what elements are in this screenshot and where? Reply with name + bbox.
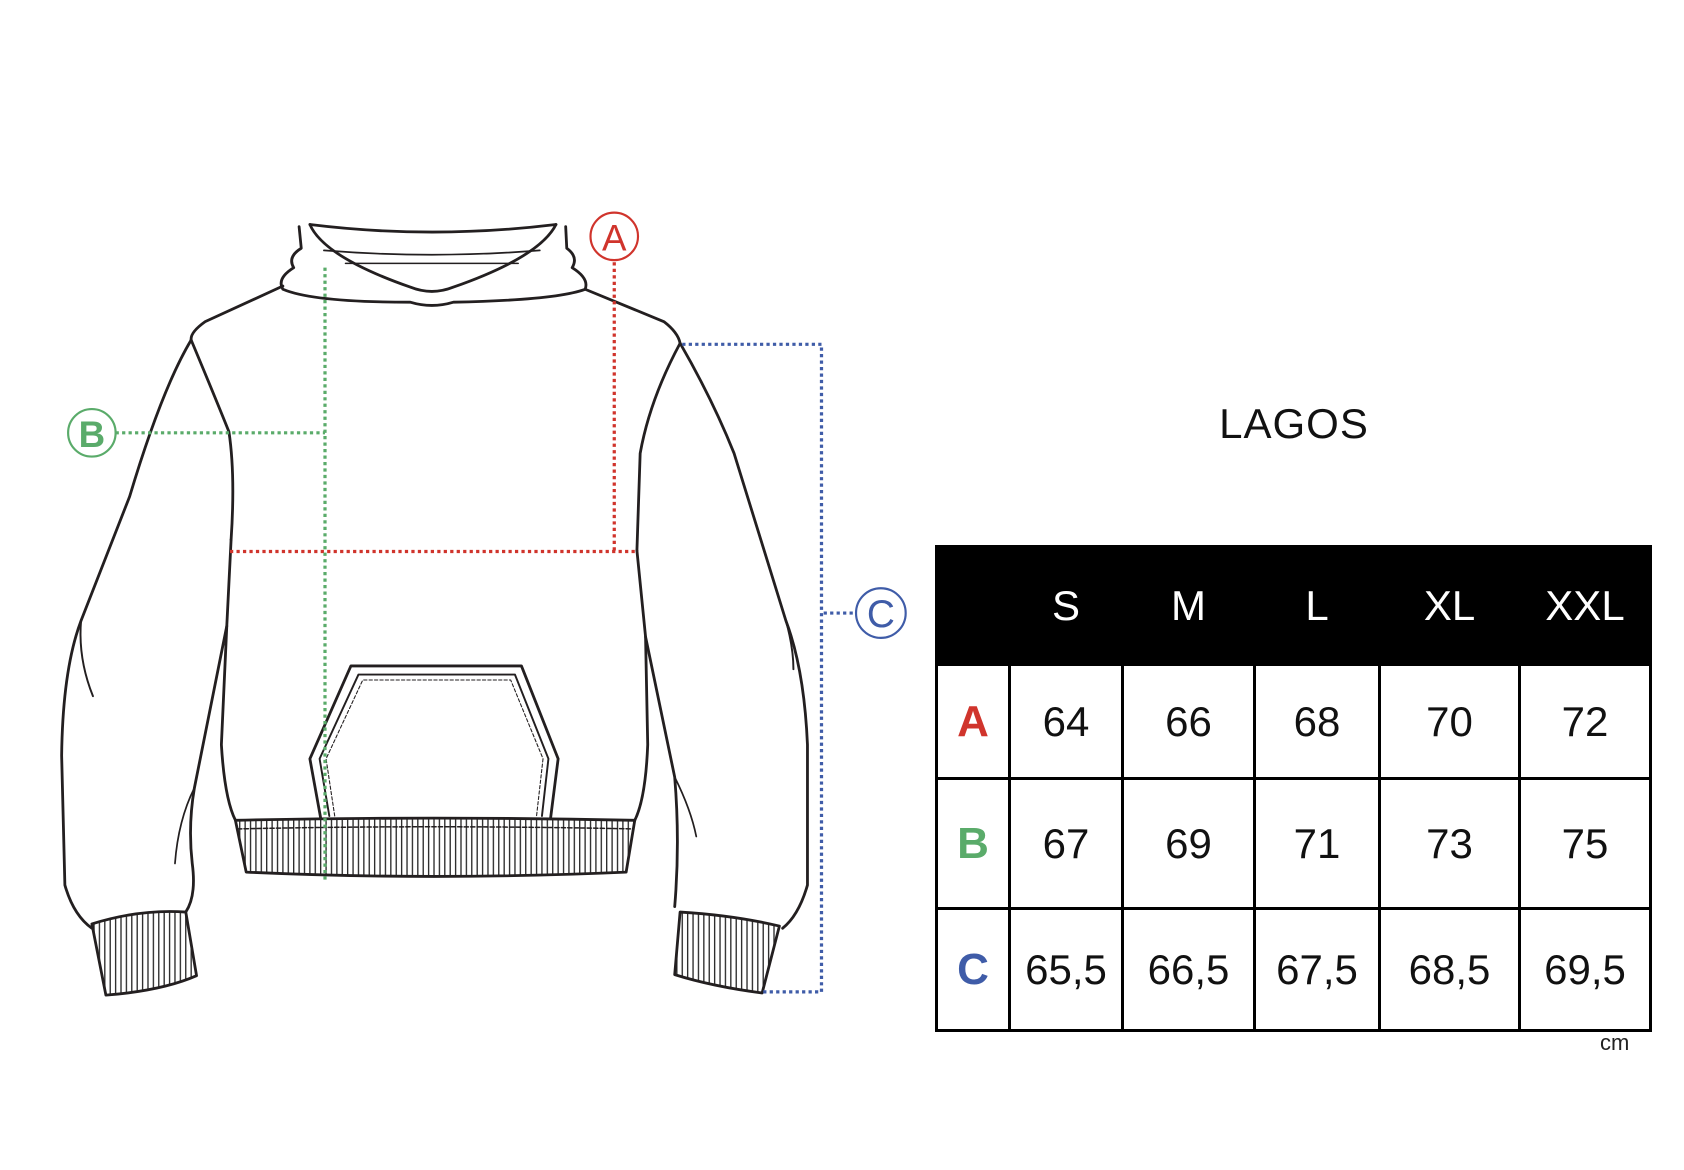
marker-a-circle — [589, 211, 640, 262]
table-cell: 65,5 — [1008, 907, 1124, 1032]
hood-inner — [308, 223, 558, 293]
table-cell: 73 — [1378, 777, 1521, 910]
table-row-a: A 64 66 68 70 72 — [935, 663, 1652, 780]
body-left — [219, 538, 237, 822]
table-cell: 67 — [1008, 777, 1124, 910]
table-cell: 69 — [1121, 777, 1256, 910]
right-sleeve — [678, 341, 809, 930]
marker-b: B — [79, 414, 106, 455]
table-cell: 68 — [1253, 663, 1381, 780]
marker-c-circle — [854, 587, 907, 639]
table-row-c: C 65,5 66,5 67,5 68,5 69,5 — [935, 907, 1652, 1032]
table-cell: 67,5 — [1253, 907, 1381, 1032]
hood-outer — [279, 225, 588, 307]
body-right — [633, 549, 650, 822]
measure-b — [115, 267, 327, 880]
waistband — [234, 816, 637, 878]
size-header: L — [1253, 545, 1381, 666]
left-sleeve — [60, 338, 193, 930]
row-label-b: B — [935, 777, 1011, 910]
table-cell: 75 — [1518, 777, 1652, 910]
kangaroo-pocket — [308, 664, 560, 820]
header-corner — [935, 545, 1011, 666]
measure-c — [682, 342, 855, 994]
table-cell: 71 — [1253, 777, 1381, 910]
table-cell: 70 — [1378, 663, 1521, 780]
table-cell: 72 — [1518, 663, 1652, 780]
table-cell: 69,5 — [1518, 907, 1652, 1032]
left-cuff — [90, 910, 198, 997]
hood-rim — [308, 223, 558, 234]
size-header: XL — [1378, 545, 1521, 666]
table-cell: 66,5 — [1121, 907, 1256, 1032]
row-label-a: A — [935, 663, 1011, 780]
size-header: M — [1121, 545, 1256, 666]
table-cell: 68,5 — [1378, 907, 1521, 1032]
table-cell: 64 — [1008, 663, 1124, 780]
size-header: S — [1008, 545, 1124, 666]
marker-b-circle — [67, 407, 117, 458]
measure-a — [230, 262, 637, 554]
marker-a: A — [602, 217, 627, 258]
table-cell: 66 — [1121, 663, 1256, 780]
unit-label: cm — [1600, 1030, 1630, 1055]
marker-c: C — [867, 593, 895, 636]
product-title: LAGOS — [1219, 400, 1369, 447]
size-header-row: S M L XL XXL — [935, 545, 1652, 666]
row-label-c: C — [935, 907, 1011, 1032]
size-header: XXL — [1518, 545, 1652, 666]
right-cuff — [673, 910, 781, 995]
table-row-b: B 67 69 71 73 75 — [935, 777, 1652, 910]
size-table: S M L XL XXL A 64 66 68 70 72 B 67 69 71… — [935, 545, 1652, 1032]
